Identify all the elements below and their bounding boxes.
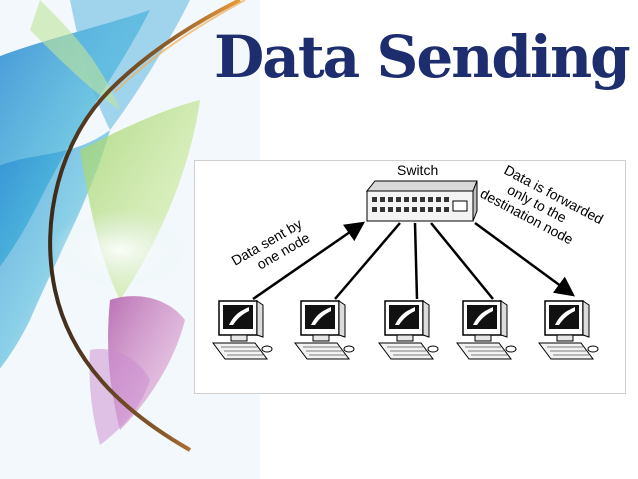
link-node-4	[430, 222, 494, 300]
switch-label: Switch	[397, 162, 438, 178]
computer-workstation-icon	[294, 300, 355, 360]
link-node-2	[334, 222, 401, 300]
network-diagram: Switch	[194, 160, 626, 394]
forward-label: Data is forwarded only to the destinatio…	[478, 162, 606, 248]
outgoing-arrow	[474, 221, 576, 297]
incoming-arrow	[252, 221, 366, 301]
computer-workstation-icon	[212, 300, 273, 360]
connection-lines	[252, 221, 576, 301]
link-node-3	[413, 222, 419, 300]
computer-workstation-icon	[538, 300, 599, 360]
computer-workstation-icon	[456, 300, 517, 360]
slide-title: Data Sending	[214, 23, 631, 91]
sent-label: Data sent by one node	[229, 215, 313, 272]
network-switch-icon	[365, 180, 478, 222]
computer-workstation-icon	[378, 300, 439, 360]
network-diagram-drawing: Switch	[212, 162, 606, 360]
